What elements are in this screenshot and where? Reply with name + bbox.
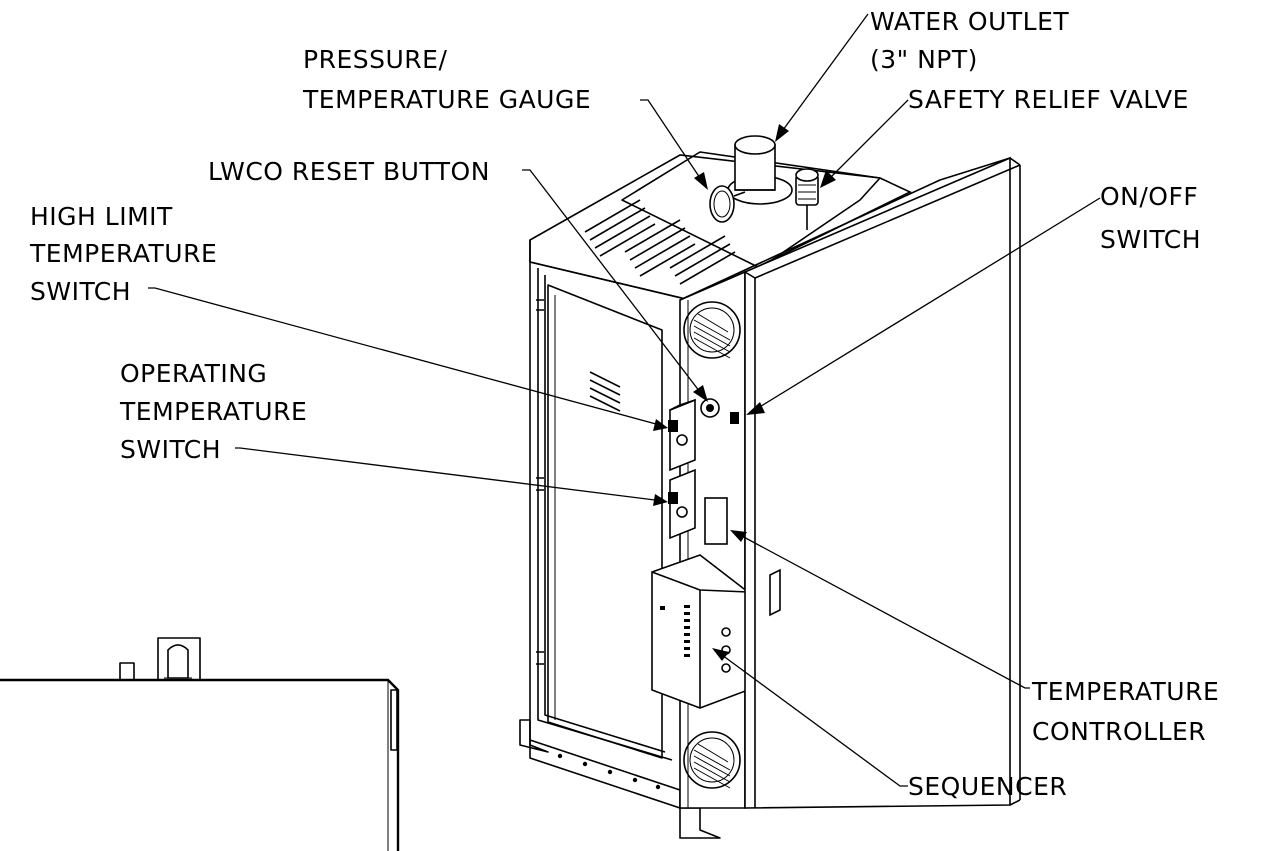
label-operating-1: OPERATING [120,359,267,388]
safety-relief-valve [795,168,819,230]
side-louvers [589,371,621,412]
label-sequencer: SEQUENCER [908,772,1067,801]
label-water-outlet-1: WATER OUTLET [870,7,1069,36]
label-water-outlet-2: (3" NPT) [870,45,978,74]
label-lwco-reset-button: LWCO RESET BUTTON [208,157,490,186]
label-high-limit-3: SWITCH [30,277,131,306]
label-operating-3: SWITCH [120,435,221,464]
label-on-off-2: SWITCH [1100,225,1201,254]
hinge-pins [536,299,544,665]
callout-labels: WATER OUTLET (3" NPT) PRESSURE/ TEMPERAT… [29,7,1219,801]
top-vent-slots [584,199,736,285]
adjacent-unit [0,637,400,851]
label-safety-relief-valve: SAFETY RELIEF VALVE [908,85,1189,114]
high-limit-switch [668,398,696,472]
lower-fan [683,731,741,789]
label-temp-controller-2: CONTROLLER [1032,717,1206,746]
label-pressure-gauge-2: TEMPERATURE GAUGE [302,85,591,114]
label-high-limit-1: HIGH LIMIT [30,202,173,231]
door-handle [769,568,781,617]
temperature-controller [704,497,728,545]
pressure-gauge [709,185,746,223]
on-off-switch [730,412,739,424]
label-on-off-1: ON/OFF [1100,182,1198,211]
boiler-cabinet [519,135,1021,839]
label-temp-controller-1: TEMPERATURE [1031,677,1219,706]
leader-lines [148,13,1101,787]
label-high-limit-2: TEMPERATURE [29,239,217,268]
water-outlet-pipe [727,135,793,205]
label-pressure-gauge-1: PRESSURE/ [303,45,447,74]
label-operating-2: TEMPERATURE [119,397,307,426]
operating-switch [668,468,696,540]
upper-fan [683,301,741,359]
